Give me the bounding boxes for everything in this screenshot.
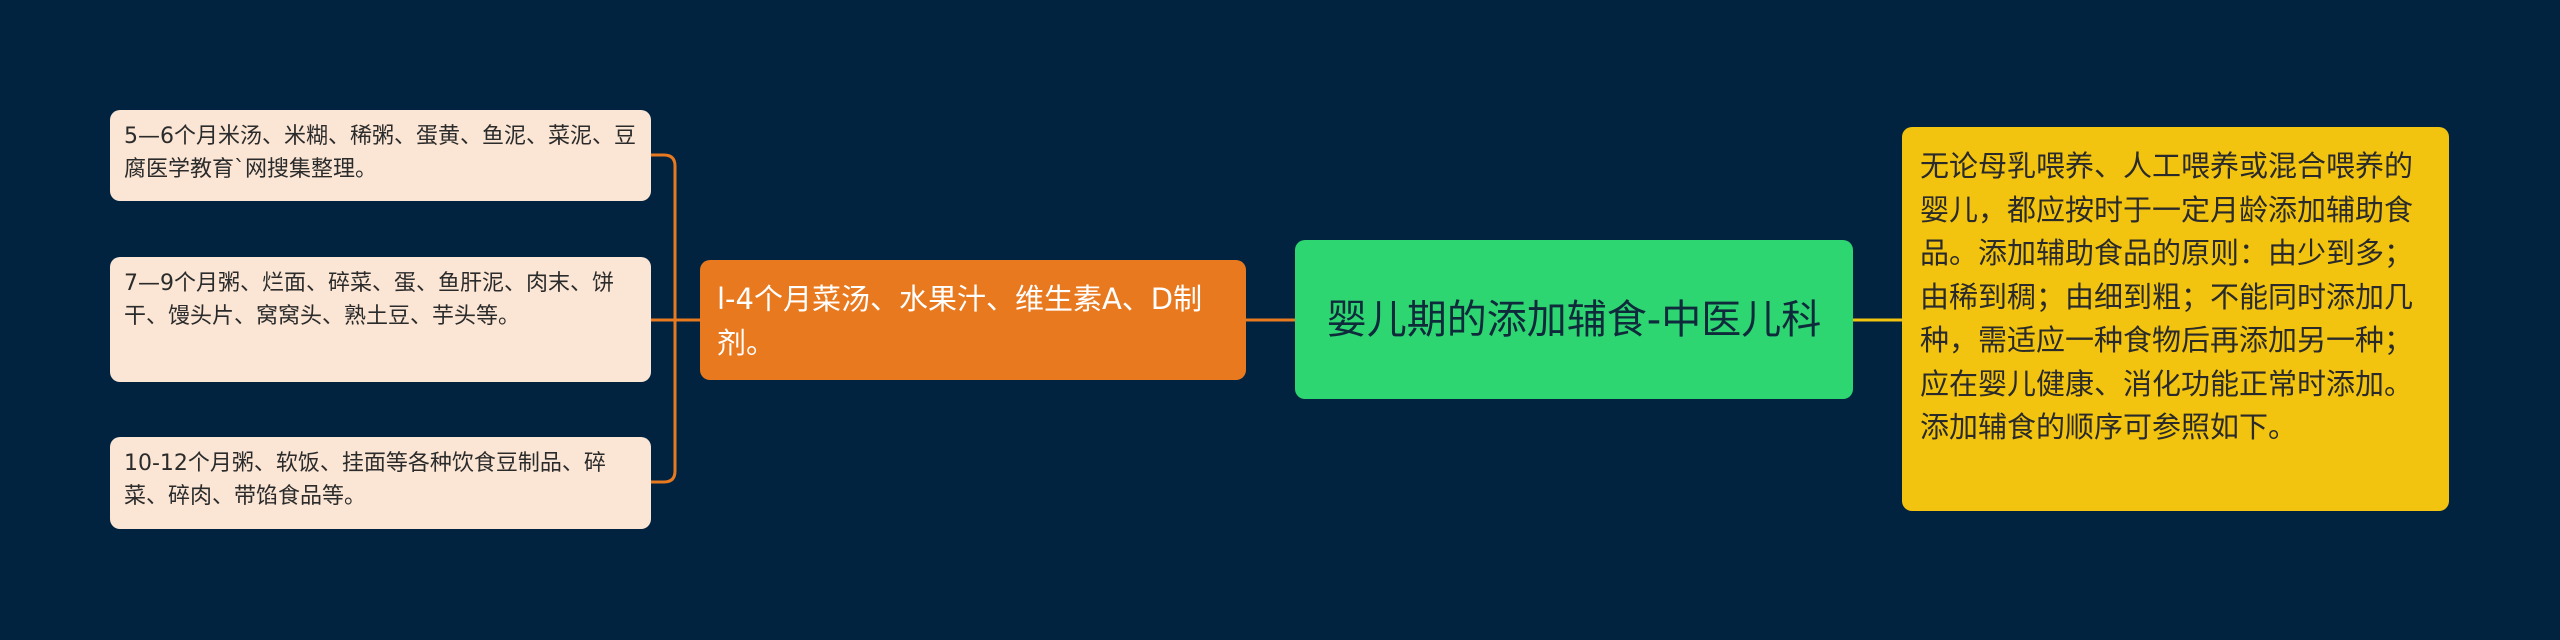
leaf-node-label: 5—6个月米汤、米糊、稀粥、蛋黄、鱼泥、菜泥、豆腐医学教育`网搜集整理。 (124, 124, 636, 182)
central-topic-label: 婴儿期的添加辅食-中医儿科 (1326, 296, 1822, 343)
leaf-node-5-6-months[interactable]: 5—6个月米汤、米糊、稀粥、蛋黄、鱼泥、菜泥、豆腐医学教育`网搜集整理。 (110, 110, 651, 201)
topic-description-text: 无论母乳喂养、人工喂养或混合喂养的婴儿，都应按时于一定月龄添加辅助食品。添加辅助… (1920, 149, 2414, 444)
leaf-node-label: 10-12个月粥、软饭、挂面等各种饮食豆制品、碎菜、碎肉、带馅食品等。 (124, 451, 606, 509)
branch-node-1-4-months[interactable]: l-4个月菜汤、水果汁、维生素A、D制剂。 (700, 260, 1246, 380)
branch-node-label: l-4个月菜汤、水果汁、维生素A、D制剂。 (717, 282, 1203, 360)
topic-description-node[interactable]: 无论母乳喂养、人工喂养或混合喂养的婴儿，都应按时于一定月龄添加辅助食品。添加辅助… (1902, 127, 2449, 511)
leaf-node-7-9-months[interactable]: 7—9个月粥、烂面、碎菜、蛋、鱼肝泥、肉末、饼干、馒头片、窝窝头、熟土豆、芋头等… (110, 257, 651, 382)
leaf-node-label: 7—9个月粥、烂面、碎菜、蛋、鱼肝泥、肉末、饼干、馒头片、窝窝头、熟土豆、芋头等… (124, 271, 614, 329)
leaf-node-10-12-months[interactable]: 10-12个月粥、软饭、挂面等各种饮食豆制品、碎菜、碎肉、带馅食品等。 (110, 437, 651, 529)
central-topic[interactable]: 婴儿期的添加辅食-中医儿科 (1295, 240, 1853, 399)
connector-branch-leaves (651, 153, 700, 484)
